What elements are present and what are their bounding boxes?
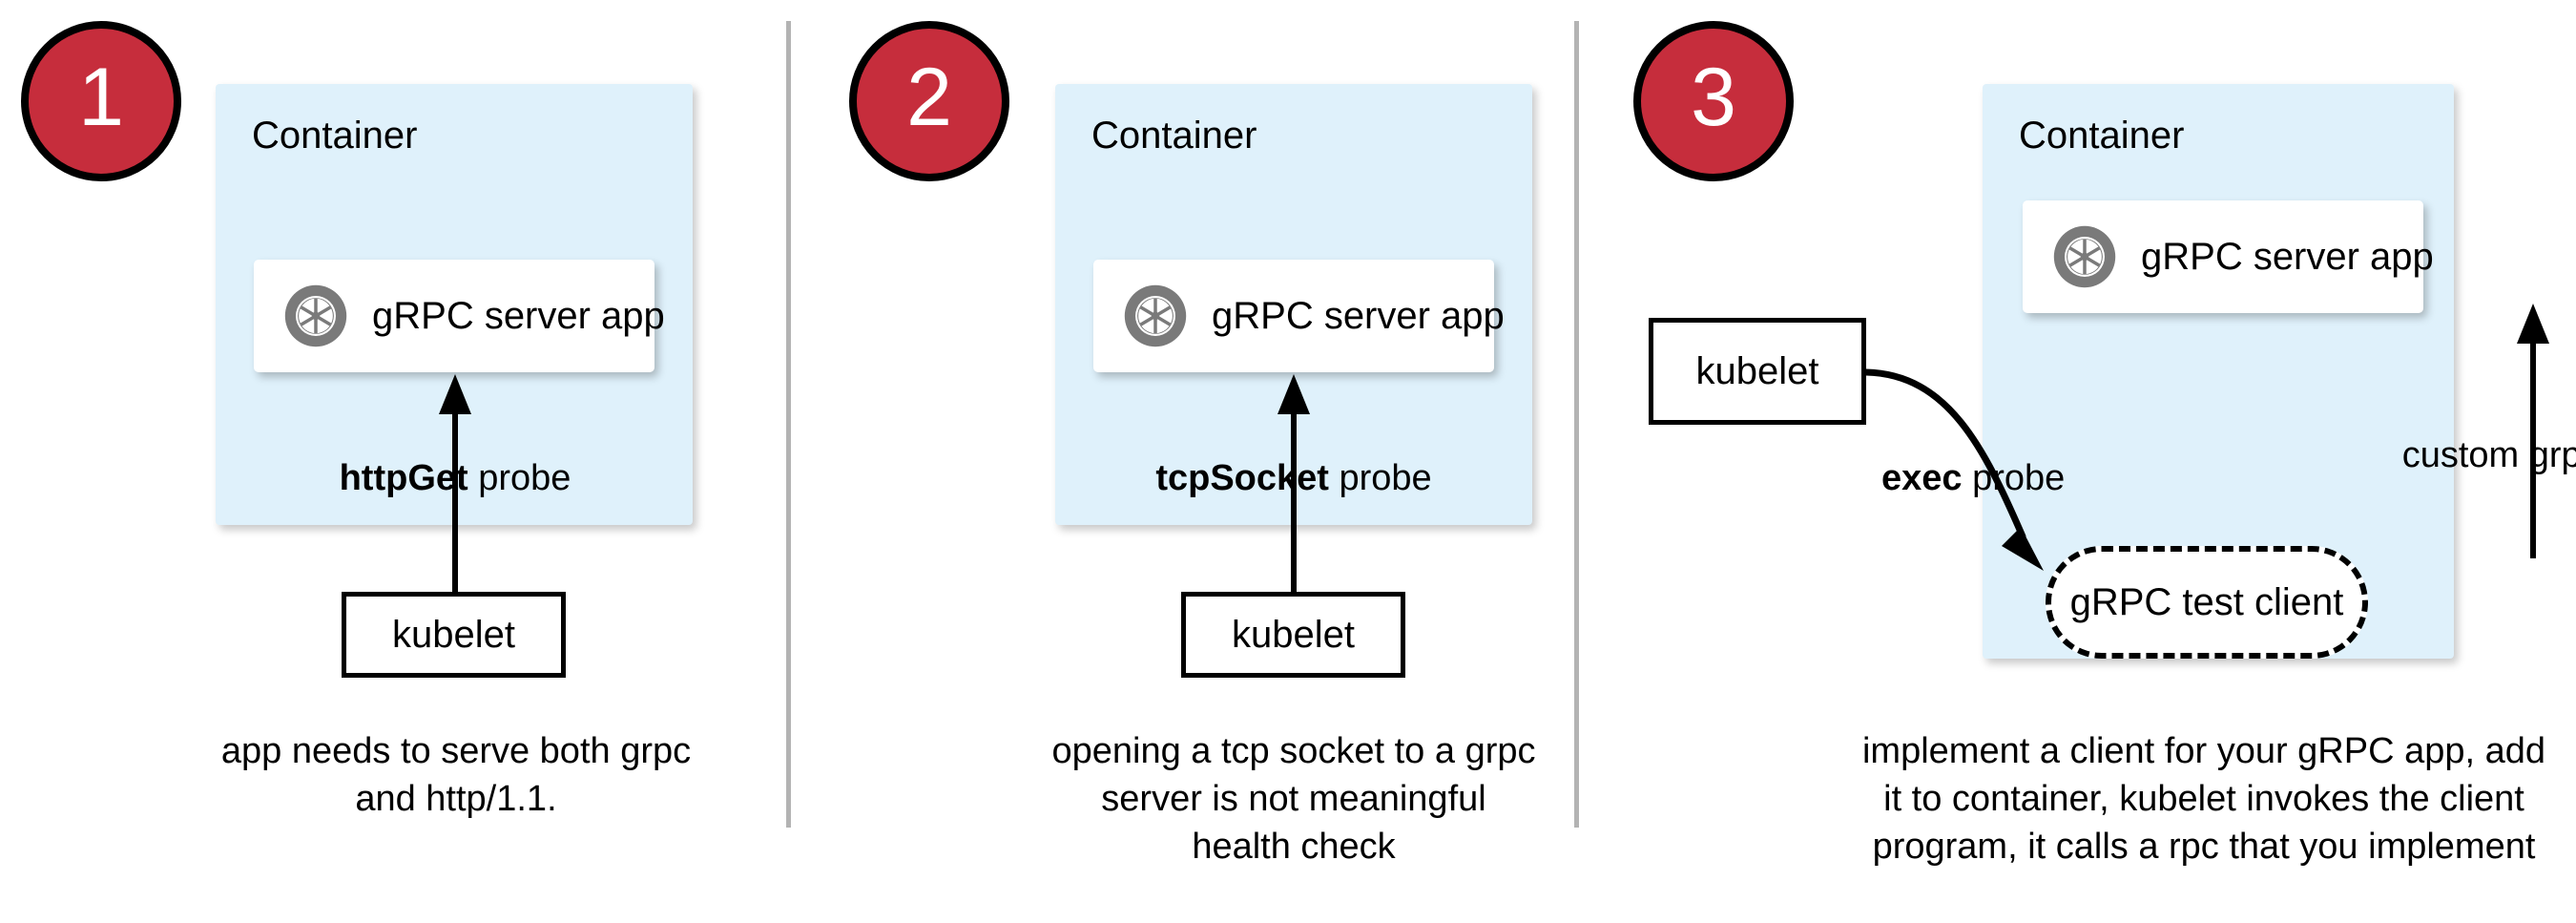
grpc-server-app-box: gRPC server app <box>254 260 665 372</box>
probe-label-kind: exec <box>1881 458 1963 498</box>
probe-label-kind: tcpSocket <box>1155 458 1329 498</box>
grpc-server-app-label: gRPC server app <box>2141 236 2434 278</box>
probe-label: tcpSocket probe <box>1155 460 1431 496</box>
panel-tcpsocket: 2 Container <box>786 0 1574 923</box>
grpc-aperture-icon <box>284 284 347 347</box>
container-label: Container <box>1091 115 1257 157</box>
probe-label-suffix: probe <box>1328 458 1432 498</box>
kubelet-label: kubelet <box>1232 614 1355 656</box>
probe-label: httpGet probe <box>340 460 571 496</box>
step-badge-number: 2 <box>906 52 952 143</box>
container-label: Container <box>2019 115 2185 157</box>
step-badge-number: 3 <box>1691 52 1736 143</box>
custom-call-label: custom grpc call <box>2401 435 2576 475</box>
kubelet-box: kubelet <box>1649 318 1866 425</box>
step-badge-2: 2 <box>849 21 1009 181</box>
grpc-server-app-box: gRPC server app <box>1093 260 1505 372</box>
grpc-test-client-label: gRPC test client <box>2069 581 2344 623</box>
probe-label-kind: httpGet <box>339 458 468 498</box>
kubelet-box: kubelet <box>342 592 566 678</box>
panel-divider-2 <box>1574 21 1579 828</box>
grpc-server-app-box: gRPC server app <box>2023 200 2434 313</box>
panel-httpget: 1 Container <box>0 0 786 923</box>
grpc-aperture-icon <box>1124 284 1187 347</box>
kubelet-label: kubelet <box>1695 350 1819 392</box>
panel-caption: app needs to serve both grpc and http/1.… <box>220 731 692 820</box>
probe-label-suffix: probe <box>1962 458 2066 498</box>
grpc-server-app-label: gRPC server app <box>372 295 665 337</box>
kubelet-box: kubelet <box>1181 592 1405 678</box>
panel-caption: implement a client for your gRPC app, ad… <box>1861 731 2546 868</box>
grpc-aperture-icon <box>2053 225 2116 288</box>
step-badge-1: 1 <box>21 21 181 181</box>
step-badge-3: 3 <box>1633 21 1794 181</box>
step-badge-number: 1 <box>78 52 124 143</box>
probe-label: exec probe <box>1881 460 2065 496</box>
panel-caption: opening a tcp socket to a grpc server is… <box>1051 731 1536 868</box>
grpc-test-client-box: gRPC test client <box>2046 546 2368 659</box>
probe-label-suffix: probe <box>467 458 571 498</box>
panel-divider-1 <box>786 21 791 828</box>
grpc-server-app-label: gRPC server app <box>1212 295 1505 337</box>
panel-exec: 3 Container kubelet <box>1574 0 2576 923</box>
container-label: Container <box>252 115 418 157</box>
kubelet-label: kubelet <box>392 614 515 656</box>
